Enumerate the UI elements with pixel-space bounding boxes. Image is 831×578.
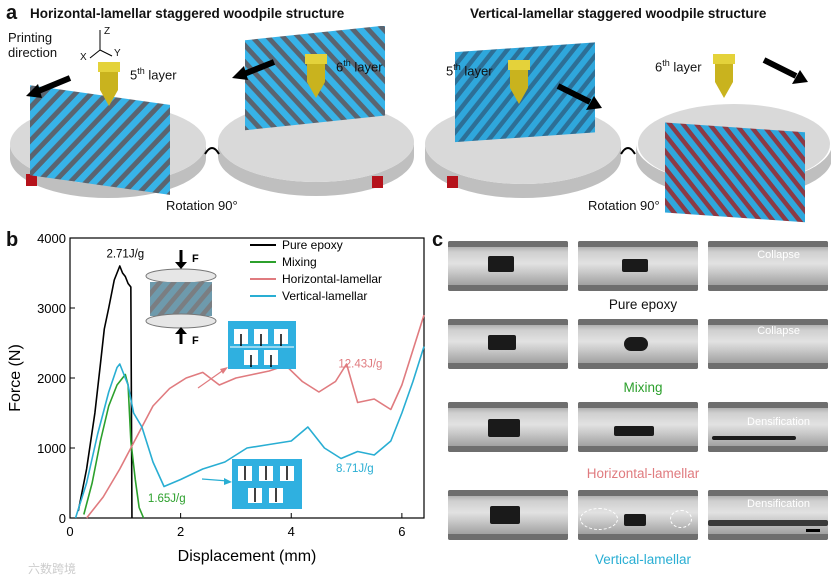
y-tick-label-1: 1000 <box>37 441 66 456</box>
layer-label-1: 5th layer <box>130 66 177 83</box>
panel-c-letter: c <box>432 229 444 251</box>
platform-disc-3 <box>425 42 621 198</box>
photo-row3-tag: Densification <box>747 416 810 428</box>
axis-x-label: X <box>80 52 87 63</box>
chart-annotations: 2.71J/g 12.43J/g 8.71J/g 1.65J/g <box>106 249 382 505</box>
row-label-vertical-lamellar: Vertical-lamellar <box>594 552 692 567</box>
photo-row4-col2 <box>578 490 698 540</box>
photo-row2-col3: Collapse <box>708 319 828 369</box>
axis-z-label: Z <box>104 26 111 37</box>
y-tick-label-4: 4000 <box>37 231 66 246</box>
panel-b-letter: b <box>6 229 19 251</box>
rotation-label-2: Rotation 90° <box>588 198 660 213</box>
photo-row3-col2 <box>578 402 698 452</box>
rotation-arrow-2-icon <box>620 147 636 155</box>
panel-a-letter: a <box>6 2 18 24</box>
x-tick-label-0: 0 <box>66 524 73 539</box>
scale-bar <box>806 529 820 532</box>
x-axis-label: Displacement (mm) <box>178 548 317 565</box>
photo-row2-col2 <box>578 319 698 369</box>
force-label-bottom: F <box>192 335 199 347</box>
platform-disc-4 <box>636 54 831 223</box>
legend-label-3: Vertical-lamellar <box>282 289 367 303</box>
photo-row1-col1 <box>448 241 568 291</box>
panel-a-right-title: Vertical-lamellar staggered woodpile str… <box>470 6 767 21</box>
printing-direction-label: Printing direction <box>8 30 58 60</box>
platform-disc-1 <box>10 62 206 198</box>
platform-disc-2 <box>218 26 414 196</box>
annotation-2: 8.71J/g <box>336 463 374 475</box>
photo-row2-col1 <box>448 319 568 369</box>
photo-row1-col3: Collapse <box>708 241 828 291</box>
watermark: 六数跨境 <box>28 562 77 576</box>
photo-row2-tag: Collapse <box>757 325 800 337</box>
layer-label-4: 6th layer <box>655 58 702 75</box>
annotation-1: 12.43J/g <box>338 359 382 371</box>
row-label-horizontal-lamellar: Horizontal-lamellar <box>586 466 700 481</box>
photo-row3-col3: Densification <box>708 402 828 452</box>
photo-row3-col1 <box>448 402 568 452</box>
direction-arrow-1 <box>26 75 72 98</box>
legend-label-2: Horizontal-lamellar <box>282 272 382 286</box>
horizontal-lamellar-inset-icon <box>197 321 296 389</box>
x-tick-label-3: 6 <box>398 524 405 539</box>
y-axis-label: Force (N) <box>7 344 24 412</box>
panel-a-left-title: Horizontal-lamellar staggered woodpile s… <box>30 6 345 21</box>
layer-label-3: 5th layer <box>446 62 493 79</box>
photo-row4-tag: Densification <box>747 498 810 510</box>
row-label-mixing: Mixing <box>623 380 663 395</box>
chart-legend: Pure epoxyMixingHorizontal-lamellarVerti… <box>250 238 382 303</box>
rotation-label-1: Rotation 90° <box>166 198 238 213</box>
force-label-top: F <box>192 253 199 265</box>
photo-row1-tag: Collapse <box>757 249 800 261</box>
series-line-2 <box>85 314 425 519</box>
y-tick-label-0: 0 <box>59 511 66 526</box>
axis-triad-icon <box>89 30 113 59</box>
legend-label-0: Pure epoxy <box>282 238 343 252</box>
photo-row4-col3: Densification <box>708 490 828 540</box>
series-line-1 <box>83 373 145 519</box>
legend-label-1: Mixing <box>282 255 317 269</box>
photo-row4-col1 <box>448 490 568 540</box>
row-label-pure-epoxy: Pure epoxy <box>608 297 678 312</box>
x-tick-label-1: 2 <box>177 524 184 539</box>
vertical-lamellar-inset-icon <box>201 459 302 509</box>
x-tick-label-2: 4 <box>288 524 295 539</box>
chart-series <box>74 265 425 519</box>
direction-arrow-4 <box>762 57 808 84</box>
axis-y-label: Y <box>114 48 121 59</box>
annotation-0: 2.71J/g <box>106 249 144 261</box>
panel-a-schematic <box>10 26 831 223</box>
direction-arrow-2 <box>232 59 276 80</box>
rotation-arrow-1-icon <box>204 147 220 155</box>
series-line-3 <box>74 346 425 519</box>
photo-row1-col2 <box>578 241 698 291</box>
layer-label-2: 6th layer <box>336 58 383 75</box>
direction-arrow-3 <box>556 83 602 110</box>
y-tick-label-3: 3000 <box>37 301 66 316</box>
y-tick-label-2: 2000 <box>37 371 66 386</box>
compression-inset-icon <box>145 250 217 344</box>
annotation-3: 1.65J/g <box>148 493 186 505</box>
series-line-0 <box>77 265 133 519</box>
